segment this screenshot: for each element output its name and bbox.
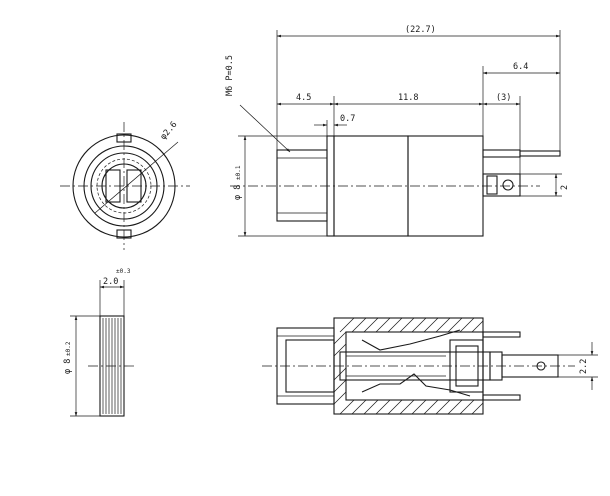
tab-width-label: 2	[560, 185, 570, 190]
nut-length-label: 4.5	[296, 93, 311, 103]
overall-length-label: (22.7)	[405, 25, 436, 35]
terminal-length-label: 6.4	[513, 62, 528, 72]
end-view: φ2.6	[60, 120, 190, 250]
body-dia-label: φ 8	[233, 185, 243, 200]
section-tab-width-label: 2.2	[579, 359, 589, 374]
nut-dia-label: φ 8	[63, 359, 73, 374]
nut-dia-tol-label: ±0.2	[65, 341, 72, 356]
body-dia-tol-label: ±0.1	[235, 165, 242, 180]
flange-gap-label: 0.7	[340, 114, 355, 124]
side-view: φ 8 ±0.1 (22.7) 6.4 4.5 11.8 (3) 0.7 M6 …	[225, 25, 570, 237]
thread-spec-label: M6 P=0.5	[225, 55, 235, 96]
nut-thickness-tol-label: ±0.3	[116, 268, 131, 275]
section-view: 2.2	[262, 317, 598, 415]
body-length-label: 11.8	[398, 93, 418, 103]
end-view-slot-dia-label: φ2.6	[159, 120, 180, 142]
nut-side-view: 2.0 ±0.3 φ 8 ±0.2	[63, 268, 136, 417]
nut-thickness-label: 2.0	[103, 277, 118, 287]
tab-length-label: (3)	[496, 93, 511, 103]
